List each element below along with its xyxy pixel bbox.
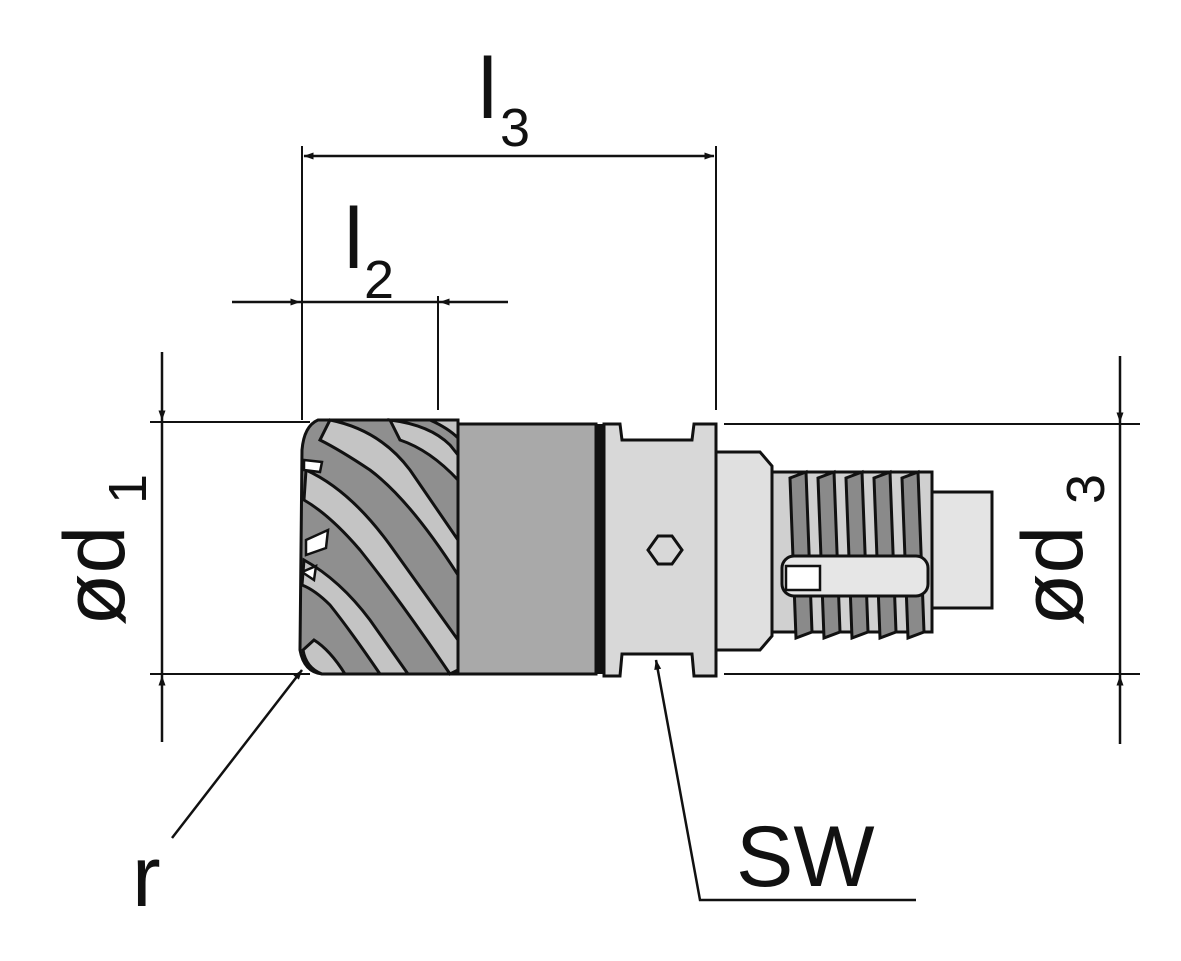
dimension-labels: l 3 l 2 ød 1 ød 3 r SW — [47, 41, 1116, 925]
r-leader — [171, 669, 303, 839]
thread-section — [770, 469, 934, 641]
neck — [456, 422, 598, 676]
label-l2-sub: 2 — [364, 250, 394, 310]
label-d1: ød — [47, 526, 143, 626]
pilot-end — [930, 490, 994, 610]
label-l3: l — [478, 41, 497, 137]
tool-body — [298, 418, 994, 678]
hex-key-hole-icon — [646, 534, 684, 566]
cutting-head — [298, 418, 460, 676]
shank-taper — [714, 450, 774, 652]
label-r: r — [132, 829, 161, 925]
label-sw: SW — [736, 809, 875, 905]
label-l2: l — [344, 191, 363, 287]
label-l3-sub: 3 — [500, 98, 530, 158]
label-d1-sub: 1 — [98, 474, 158, 504]
dimension-lines — [150, 146, 1140, 902]
neck-groove — [596, 424, 604, 674]
label-d3: ød — [1005, 526, 1101, 626]
label-d3-sub: 3 — [1056, 474, 1116, 504]
sw-leader — [654, 659, 916, 902]
